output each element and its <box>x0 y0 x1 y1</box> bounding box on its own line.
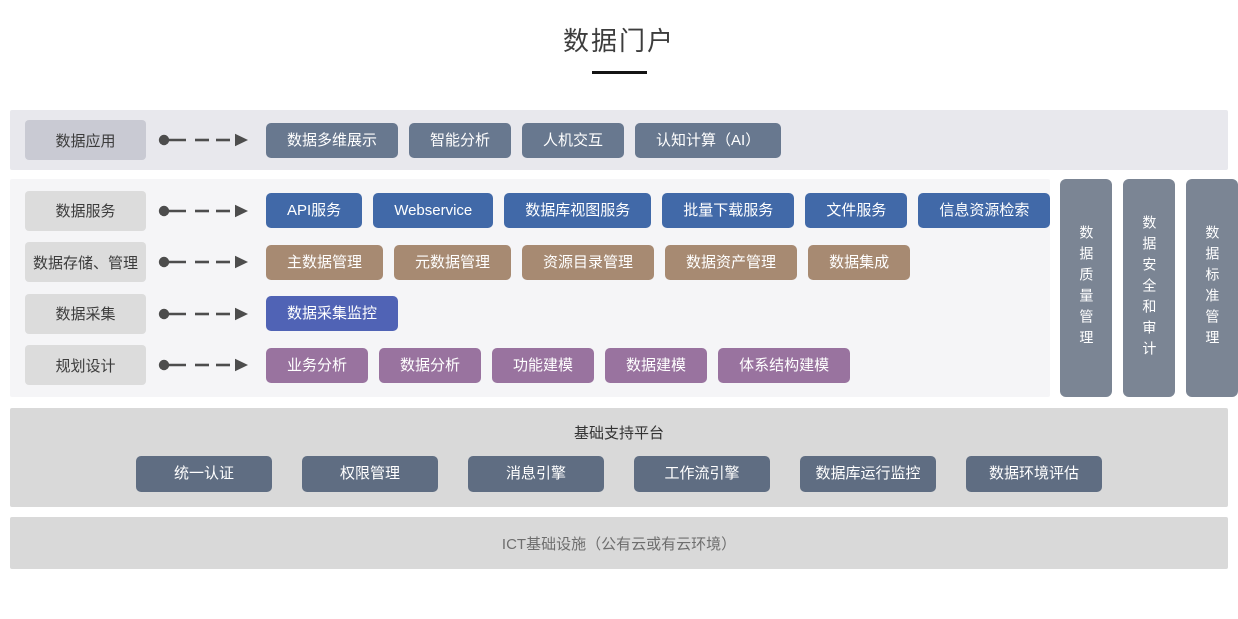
module-button[interactable]: 数据多维展示 <box>266 122 399 158</box>
governance-bars: 数据质量管理数据安全和审计数据标准管理 <box>1060 179 1238 397</box>
module-button[interactable]: 功能建模 <box>492 347 595 383</box>
dashed-arrow-icon <box>158 359 248 372</box>
module-button[interactable]: 文件服务 <box>805 193 908 229</box>
application-layer-band: 数据应用 数据多维展示智能分析人机交互认知计算（AI） <box>10 110 1228 170</box>
layer-modules: 业务分析数据分析功能建模数据建模体系结构建模 <box>266 347 851 383</box>
module-button[interactable]: 资源目录管理 <box>522 244 655 280</box>
dashed-arrow-icon <box>158 204 248 217</box>
module-button[interactable]: 数据分析 <box>379 347 482 383</box>
support-platform-band: 基础支持平台 统一认证权限管理消息引擎工作流引擎数据库运行监控数据环境评估 <box>10 408 1228 507</box>
governance-bar[interactable]: 数据安全和审计 <box>1123 179 1176 397</box>
module-button[interactable]: 体系结构建模 <box>718 347 851 383</box>
layer-label: 数据服务 <box>25 190 146 231</box>
layer-row: 规划设计 业务分析数据分析功能建模数据建模体系结构建模 <box>25 345 1050 386</box>
diagram-title-block: 数据门户 <box>0 0 1238 74</box>
infrastructure-band: ICT基础设施（公有云或有云环境） <box>10 517 1228 569</box>
module-button[interactable]: Webservice <box>373 193 494 229</box>
platform-button[interactable]: 数据环境评估 <box>966 456 1102 492</box>
platform-button[interactable]: 统一认证 <box>136 456 272 492</box>
module-button[interactable]: 数据建模 <box>605 347 708 383</box>
module-button[interactable]: 批量下载服务 <box>662 193 795 229</box>
module-button[interactable]: 数据采集监控 <box>266 296 399 332</box>
module-button[interactable]: 人机交互 <box>522 122 625 158</box>
module-button[interactable]: 智能分析 <box>409 122 512 158</box>
module-button[interactable]: 元数据管理 <box>394 244 512 280</box>
layer-modules: 主数据管理元数据管理资源目录管理数据资产管理数据集成 <box>266 244 911 280</box>
platform-button[interactable]: 工作流引擎 <box>634 456 770 492</box>
platform-button[interactable]: 数据库运行监控 <box>800 456 936 492</box>
platform-button[interactable]: 权限管理 <box>302 456 438 492</box>
governance-bar[interactable]: 数据质量管理 <box>1060 179 1113 397</box>
module-button[interactable]: 数据集成 <box>808 244 911 280</box>
title-underline <box>591 71 647 74</box>
layer-label: 规划设计 <box>25 345 146 386</box>
layer-label: 数据应用 <box>25 120 146 160</box>
infrastructure-label: ICT基础设施（公有云或有云环境） <box>501 535 737 553</box>
module-button[interactable]: 主数据管理 <box>266 244 384 280</box>
layer-row: 数据存储、管理 主数据管理元数据管理资源目录管理数据资产管理数据集成 <box>25 242 1050 283</box>
middle-section: 数据服务 API服务 Webservice 数据库视图服务批量下载服务文件服务信息资… <box>10 179 1238 397</box>
support-platform-title: 基础支持平台 <box>573 425 664 442</box>
governance-bar[interactable]: 数据标准管理 <box>1186 179 1238 397</box>
support-platform-items: 统一认证权限管理消息引擎工作流引擎数据库运行监控数据环境评估 <box>10 456 1228 492</box>
layer-row: 数据采集 数据采集监控 <box>25 293 1050 334</box>
platform-button[interactable]: 消息引擎 <box>468 456 604 492</box>
dashed-arrow-icon <box>158 133 248 147</box>
layer-row: 数据应用 数据多维展示智能分析人机交互认知计算（AI） <box>25 120 782 160</box>
layer-modules: 数据采集监控 <box>266 296 399 332</box>
module-button[interactable]: 数据库视图服务 <box>504 193 652 229</box>
layer-modules: 数据多维展示智能分析人机交互认知计算（AI） <box>266 122 782 158</box>
module-button[interactable]: 认知计算（AI） <box>635 122 782 158</box>
dashed-arrow-icon <box>158 255 248 269</box>
module-button[interactable]: 信息资源检索 <box>918 193 1051 229</box>
page-title: 数据门户 <box>562 26 675 56</box>
module-button[interactable]: API服务 <box>266 193 363 229</box>
layer-label: 数据采集 <box>25 293 146 334</box>
layer-label: 数据存储、管理 <box>25 242 146 283</box>
layer-row: 数据服务 API服务 Webservice 数据库视图服务批量下载服务文件服务信息资… <box>25 190 1051 231</box>
dashed-arrow-icon <box>158 307 248 320</box>
module-button[interactable]: 业务分析 <box>266 347 369 383</box>
module-button[interactable]: 数据资产管理 <box>665 244 798 280</box>
layer-modules: API服务 Webservice 数据库视图服务批量下载服务文件服务信息资源检索 <box>266 193 1051 229</box>
platform-layers-band: 数据服务 API服务 Webservice 数据库视图服务批量下载服务文件服务信息资… <box>10 179 1051 397</box>
